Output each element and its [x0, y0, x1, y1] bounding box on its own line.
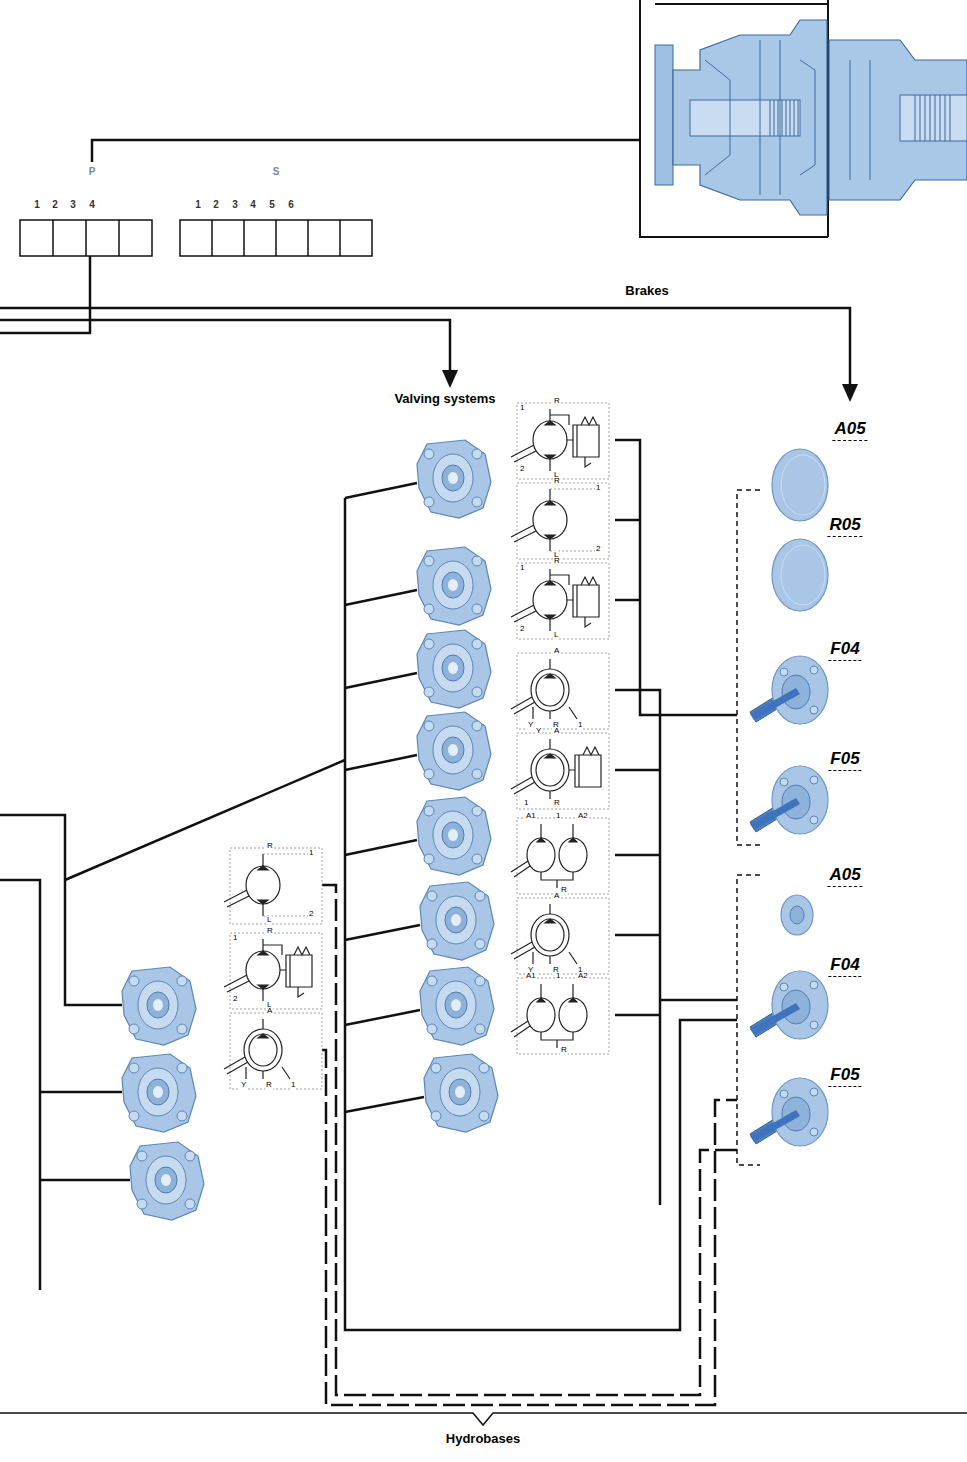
brake-code: F05 [828, 1066, 861, 1087]
two-speed-symbol [224, 1013, 322, 1089]
section-heading: Valving systems [394, 392, 495, 406]
port-letter: R [553, 477, 561, 486]
port-letter: 2 [519, 625, 525, 634]
hydrobase-image [417, 440, 491, 518]
port-letter: A2 [577, 812, 589, 821]
option-lines [322, 885, 737, 1405]
port-letter: L [266, 916, 272, 925]
arrowheads [442, 370, 858, 402]
port-letter: 1 [555, 972, 561, 981]
hydrobase-image [417, 712, 491, 790]
section-heading: Brakes [625, 284, 668, 298]
brake-code: F05 [828, 750, 861, 771]
brake-shaft [750, 971, 828, 1039]
port-letter: L [553, 631, 559, 640]
port-letter: A [553, 647, 560, 656]
twin-motor-symbol [511, 978, 609, 1054]
brake-disc [772, 539, 828, 611]
position-number: 6 [288, 199, 294, 210]
two-speed-brake-symbol [511, 733, 609, 809]
group-letter: P [89, 166, 96, 177]
position-number: 1 [195, 199, 201, 210]
port-letter: Y [535, 727, 542, 736]
section-heading: Hydrobases [446, 1432, 520, 1446]
position-number: 3 [70, 199, 76, 210]
position-number: 5 [269, 199, 275, 210]
port-letter: Y [240, 1081, 247, 1090]
port-letter: A [553, 892, 560, 901]
hydrobase-image [424, 1054, 498, 1132]
position-number: 4 [89, 199, 95, 210]
motor-symbol [511, 483, 609, 559]
port-letter: A1 [525, 812, 537, 821]
motor-brake-symbol [224, 933, 322, 1009]
port-letter: 1 [519, 404, 525, 413]
brake-code: F04 [828, 640, 861, 661]
hydrobase-image [130, 1142, 204, 1220]
port-letter: 1 [308, 849, 314, 858]
port-letter: R [266, 927, 274, 936]
motor-brake-symbol [511, 563, 609, 639]
brake-code: A05 [827, 866, 862, 887]
port-letter: R [560, 1046, 568, 1055]
brake-code: R05 [827, 516, 862, 537]
valving-symbols [224, 403, 609, 1089]
code-boxes [20, 220, 372, 256]
port-letter: R [560, 886, 568, 895]
port-letter: 2 [519, 465, 525, 474]
link-lines [0, 140, 967, 1425]
port-letter: 2 [232, 995, 238, 1004]
brake-code: F04 [828, 956, 861, 977]
port-letter: R [553, 557, 561, 566]
port-letter: A2 [577, 972, 589, 981]
motor-brake-symbol [511, 403, 609, 479]
port-letter: R [265, 1081, 273, 1090]
hydrobase-image [122, 1054, 196, 1132]
port-letter: 2 [595, 545, 601, 554]
port-letter: 2 [308, 910, 314, 919]
hydrobase-image [122, 967, 196, 1045]
hydrobase-image [417, 630, 491, 708]
port-letter: 1 [595, 484, 601, 493]
brake-shaft [750, 766, 828, 834]
motor-symbol [224, 848, 322, 924]
motor-illustration [640, 0, 967, 237]
position-number: 3 [232, 199, 238, 210]
hydrobase-image [420, 882, 494, 960]
two-speed-symbol [511, 653, 609, 729]
hydrobase-image [420, 967, 494, 1045]
port-letter: 1 [290, 1081, 296, 1090]
port-letter: 1 [232, 934, 238, 943]
hydrobase-images [122, 440, 498, 1220]
position-number: 4 [250, 199, 256, 210]
port-letter: 1 [519, 564, 525, 573]
port-letter: R [266, 842, 274, 851]
hydrobase-image [417, 547, 491, 625]
hydrobase-image [417, 797, 491, 875]
port-letter: R [553, 397, 561, 406]
two-speed-symbol [511, 898, 609, 974]
brake-images [750, 449, 828, 1146]
port-letter: Y [527, 721, 534, 730]
port-letter: 1 [555, 812, 561, 821]
twin-motor-symbol [511, 818, 609, 894]
position-number: 2 [213, 199, 219, 210]
position-number: 1 [34, 199, 40, 210]
position-number: 2 [52, 199, 58, 210]
brake-disc [772, 449, 828, 521]
port-letter: A [266, 1007, 273, 1016]
brake-disc [781, 895, 813, 935]
brake-shaft [750, 1078, 828, 1146]
group-letter: S [273, 166, 280, 177]
port-letter: 1 [577, 721, 583, 730]
brake-code: A05 [832, 420, 867, 441]
port-letter: R [553, 799, 561, 808]
port-letter: A [553, 727, 560, 736]
port-letter: A1 [525, 972, 537, 981]
brake-shaft [750, 656, 828, 724]
port-letter: 1 [523, 799, 529, 808]
